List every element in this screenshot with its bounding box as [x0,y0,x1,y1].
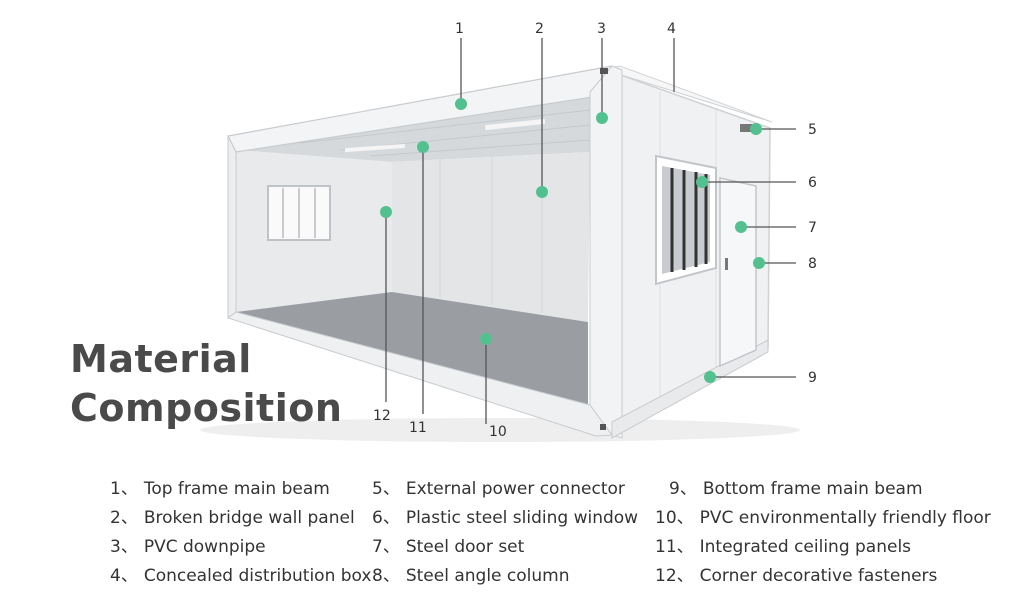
legend-label: PVC downpipe [143,537,266,557]
marker-12 [380,206,392,218]
legend-label: Steel angle column [405,566,570,586]
corner-fitting [600,424,606,430]
power-connector [740,124,754,132]
legend-item-7: 7、Steel door set [372,537,524,557]
legend-number: 8、 [372,566,400,586]
marker-11 [417,141,429,153]
legend-number: 3、 [110,537,138,557]
callout-number-8: 8 [808,256,817,272]
marker-6 [696,176,708,188]
callout-number-7: 7 [808,220,817,236]
marker-7 [735,221,747,233]
legend-number: 7、 [372,537,400,557]
callout-number-3: 3 [597,21,606,37]
legend-item-11: 11、Integrated ceiling panels [655,537,911,557]
marker-5 [750,123,762,135]
legend-item-8: 8、Steel angle column [372,566,569,586]
back-wall [392,152,590,322]
callout-number-4: 4 [667,21,676,37]
legend-label: Steel door set [405,537,525,557]
callout-number-10: 10 [489,424,507,440]
marker-8 [753,257,765,269]
callout-number-5: 5 [808,122,817,138]
callout-leaders [385,38,796,424]
legend-label: External power connector [405,479,625,499]
legend-label: Plastic steel sliding window [405,508,639,528]
callout-number-2: 2 [535,21,544,37]
marker-3 [596,112,608,124]
callout-number-9: 9 [808,370,817,386]
bottom-beam [611,339,769,439]
callout-number-6: 6 [808,175,817,191]
front-frame-right [589,65,623,439]
legend-label: Concealed distribution box [143,566,372,586]
corner-fitting [600,68,608,74]
front-frame-left [227,135,237,319]
ceiling-light [344,143,406,153]
ceiling-light [484,118,546,131]
marker-10 [480,333,492,345]
legend-item-1: 1、Top frame main beam [110,479,330,499]
legend-item-6: 6、Plastic steel sliding window [372,508,638,528]
ceiling-line [369,139,591,157]
callout-number-12: 12 [373,408,391,424]
legend-item-2: 2、Broken bridge wall panel [110,508,355,528]
callout-number-11: 11 [409,420,427,436]
legend-number: 1、 [110,479,138,499]
legend-number: 12、 [655,566,694,586]
legend-item-5: 5、External power connector [372,479,625,499]
callout-markers [380,98,765,383]
ground-shadow [200,418,800,442]
legend-item-3: 3、PVC downpipe [110,537,266,557]
legend-label: Corner decorative fasteners [699,566,938,586]
marker-2 [536,186,548,198]
door-handle [725,258,728,270]
exterior-door [719,177,757,368]
legend-number: 9、 [669,479,697,499]
legend-label: Integrated ceiling panels [699,537,912,557]
legend-number: 6、 [372,508,400,528]
legend-item-12: 12、Corner decorative fasteners [655,566,937,586]
legend-item-9: 9、Bottom frame main beam [669,479,923,499]
legend-number: 4、 [110,566,138,586]
legend-number: 11、 [655,537,694,557]
legend-label: Broken bridge wall panel [143,508,355,528]
window-glass [662,166,710,274]
title-line-1: Material [70,337,252,381]
legend-item-10: 10、PVC environmentally friendly floor [655,508,991,528]
legend-number: 5、 [372,479,400,499]
callout-number-1: 1 [455,21,464,37]
legend-item-4: 4、Concealed distribution box [110,566,372,586]
legend-label: PVC environmentally friendly floor [699,508,991,528]
floor [236,292,588,405]
legend-number: 10、 [655,508,694,528]
legend-label: Bottom frame main beam [702,479,923,499]
legend-label: Top frame main beam [143,479,330,499]
title-line-2: Composition [70,386,343,430]
legend-number: 2、 [110,508,138,528]
marker-1 [455,98,467,110]
marker-9 [704,371,716,383]
